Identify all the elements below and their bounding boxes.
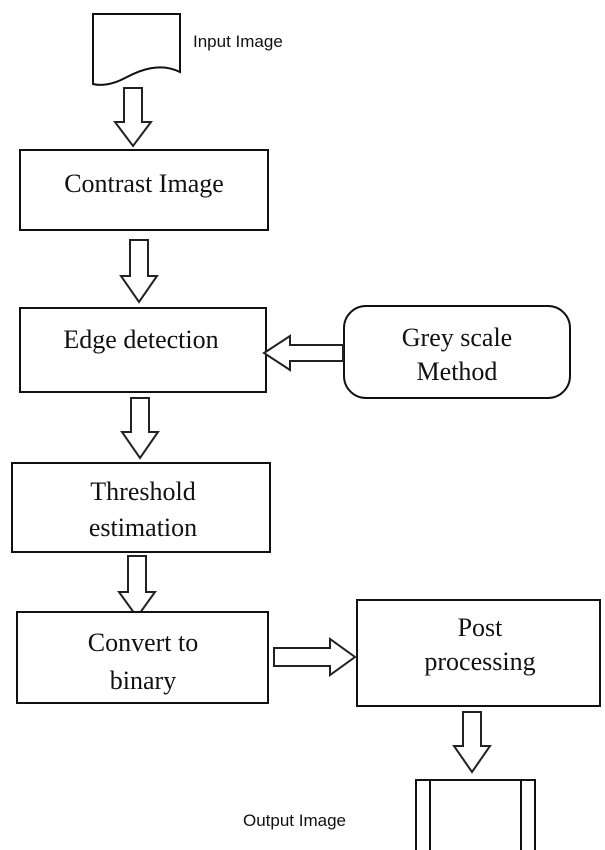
input-image-label: Input Image [193, 32, 283, 51]
arrow-threshold-to-convert [117, 555, 157, 619]
post-processing-box [356, 599, 601, 707]
threshold-estimation-box [11, 462, 271, 553]
arrow-edge-to-threshold [120, 397, 160, 460]
convert-label-line2: binary [110, 666, 176, 695]
edge-detection-box [19, 307, 267, 393]
arrow-convert-to-post [273, 637, 357, 677]
post-label-line2: processing [424, 647, 535, 676]
threshold-label-line2: estimation [89, 513, 197, 542]
grey-scale-label-line2: Method [417, 357, 498, 386]
contrast-image-box [19, 149, 269, 231]
input-document-shape [92, 13, 181, 86]
arrow-input-to-contrast [113, 87, 153, 148]
threshold-label-line1: Threshold [90, 477, 195, 506]
output-image-shape [415, 779, 536, 850]
arrow-contrast-to-edge [119, 239, 159, 304]
arrow-post-to-output [452, 711, 492, 774]
grey-scale-label-line1: Grey scale [402, 323, 512, 352]
post-label-line1: Post [458, 613, 504, 642]
contrast-image-label: Contrast Image [64, 169, 224, 198]
arrow-greyscale-to-edge [262, 334, 344, 372]
convert-label-line1: Convert to [88, 628, 199, 657]
output-image-label: Output Image [243, 811, 346, 830]
edge-detection-label: Edge detection [63, 325, 218, 354]
convert-to-binary-box [16, 611, 269, 704]
